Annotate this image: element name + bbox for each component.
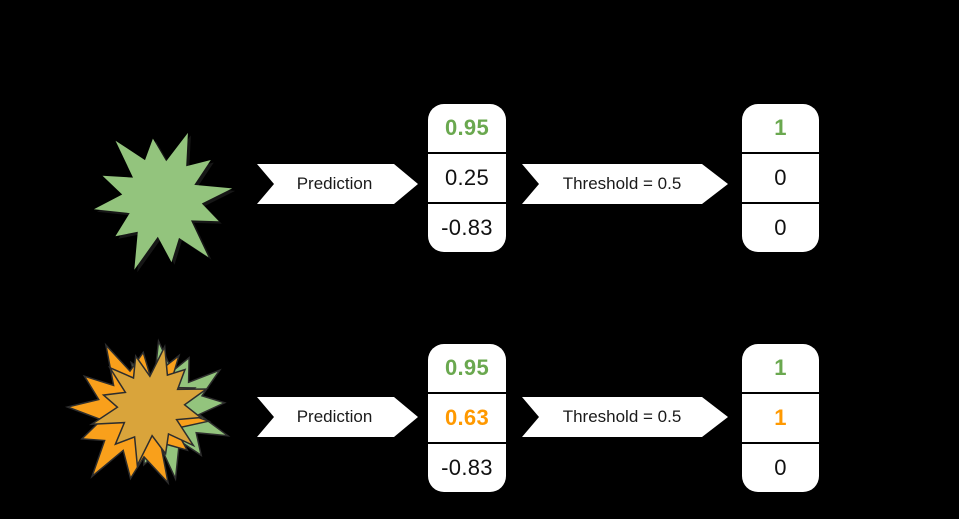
prediction-arrow-label: Prediction — [296, 407, 373, 426]
prediction-arrow-label: Prediction — [296, 174, 373, 193]
threshold-arrow: Threshold = 0.5 — [522, 164, 728, 204]
threshold-arrow-label: Threshold = 0.5 — [562, 407, 682, 426]
chevron-banner-icon — [522, 164, 728, 204]
output-cell: 0 — [742, 202, 819, 252]
threshold-outputs-column: 1 0 0 — [742, 104, 819, 252]
chevron-banner-icon — [257, 397, 418, 437]
prediction-scores-column: 0.95 0.25 -0.83 — [428, 104, 506, 252]
output-cell: 0 — [742, 152, 819, 202]
mustard-starburst-icon — [89, 344, 209, 468]
output-cell: 1 — [742, 392, 819, 442]
threshold-arrow-label: Threshold = 0.5 — [562, 174, 682, 193]
output-cell: 1 — [774, 355, 787, 380]
prediction-arrow: Prediction — [257, 164, 418, 204]
score-cell: -0.83 — [428, 202, 506, 252]
score-cell: 0.63 — [428, 392, 506, 442]
green-starburst — [93, 132, 236, 273]
green-starburst-icon — [93, 132, 233, 270]
single-label-row: Prediction 0.95 0.25 -0.83 Threshold = 0… — [93, 104, 819, 273]
output-cell: 1 — [774, 115, 787, 140]
score-cell: 0.25 — [428, 152, 506, 202]
overlapping-starbursts — [64, 338, 231, 486]
prediction-scores-column: 0.95 0.63 -0.83 — [428, 344, 506, 492]
threshold-arrow: Threshold = 0.5 — [522, 397, 728, 437]
chevron-banner-icon — [257, 164, 418, 204]
prediction-arrow: Prediction — [257, 397, 418, 437]
score-cell: 0.95 — [444, 355, 490, 380]
score-cell: 0.95 — [444, 115, 490, 140]
multi-label-row: Prediction 0.95 0.63 -0.83 Threshold = 0… — [0, 290, 959, 519]
threshold-outputs-column: 1 1 0 — [742, 344, 819, 492]
chevron-banner-icon — [522, 397, 728, 437]
score-cell: -0.83 — [428, 442, 506, 492]
output-cell: 0 — [742, 442, 819, 492]
